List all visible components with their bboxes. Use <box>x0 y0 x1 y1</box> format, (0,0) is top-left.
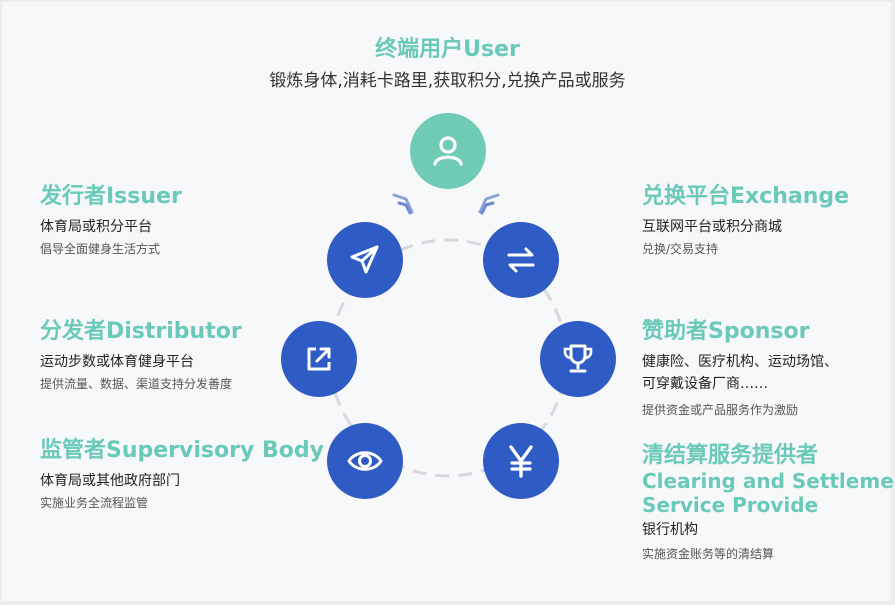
sponsor-line1b: 可穿戴设备厂商…… <box>642 376 768 392</box>
yen-icon <box>509 445 533 478</box>
clearing-line2: 实施资金账务等的清结算 <box>642 547 775 561</box>
sponsor-line1a: 健康险、医疗机构、运动场馆、 <box>642 354 838 370</box>
supervisor-line1: 体育局或其他政府部门 <box>40 473 180 489</box>
issuer-line2: 倡导全面健身生活方式 <box>40 242 161 256</box>
distributor-node <box>281 321 357 397</box>
distributor-line2: 提供流量、数据、渠道支持分发善度 <box>40 377 233 391</box>
distributor-line1: 运动步数或体育健身平台 <box>40 354 194 370</box>
distributor-title: 分发者Distributor <box>40 319 242 344</box>
clearing-title-zh: 清结算服务提供者 <box>642 443 819 468</box>
exchange-title: 兑换平台Exchange <box>642 184 850 209</box>
user-subtitle: 锻炼身体,消耗卡路里,获取积分,兑换产品或服务 <box>269 71 626 91</box>
issuer-line1: 体育局或积分平台 <box>40 219 152 235</box>
exchange-node <box>483 222 559 298</box>
sponsor-node <box>540 321 616 397</box>
share-out-icon <box>307 347 331 371</box>
issuer-block: 发行者Issuer 体育局或积分平台 倡导全面健身生活方式 <box>40 184 182 258</box>
exchange-block: 兑换平台Exchange 互联网平台或积分商城 兑换/交易支持 <box>642 184 849 258</box>
supervisor-node <box>327 423 403 499</box>
supervisor-block: 监管者Supervisory Body 体育局或其他政府部门 实施业务全流程监管 <box>40 438 324 512</box>
clearing-title-en2: Service Provide <box>642 493 819 517</box>
person-icon <box>433 136 463 166</box>
sponsor-block: 赞助者Sponsor 健康险、医疗机构、运动场馆、 可穿戴设备厂商…… 提供资金… <box>642 319 838 419</box>
exchange-line1: 互联网平台或积分商城 <box>642 219 782 235</box>
right-chevron-icon <box>478 193 500 215</box>
trophy-icon <box>563 344 593 373</box>
exchange-line2: 兑换/交易支持 <box>642 242 719 256</box>
left-chevron-icon <box>392 193 414 215</box>
issuer-node <box>327 222 403 298</box>
clearing-block: 清结算服务提供者 Clearing and Settlement Service… <box>642 443 895 563</box>
clearing-node <box>483 423 559 499</box>
user-node <box>410 113 486 189</box>
sponsor-title: 赞助者Sponsor <box>642 319 810 344</box>
distributor-block: 分发者Distributor 运动步数或体育健身平台 提供流量、数据、渠道支持分… <box>40 319 242 393</box>
issuer-title: 发行者Issuer <box>40 184 182 209</box>
supervisor-line2: 实施业务全流程监管 <box>40 496 149 510</box>
paper-plane-icon <box>350 245 379 274</box>
clearing-title-en1: Clearing and Settlement <box>642 469 895 493</box>
clearing-line1: 银行机构 <box>642 522 698 538</box>
eye-icon <box>347 451 383 471</box>
user-title: 终端用户User <box>375 37 520 62</box>
sponsor-line2: 提供资金或产品服务作为激励 <box>642 403 799 417</box>
supervisor-title: 监管者Supervisory Body <box>40 438 324 463</box>
swap-arrows-icon <box>507 247 535 273</box>
